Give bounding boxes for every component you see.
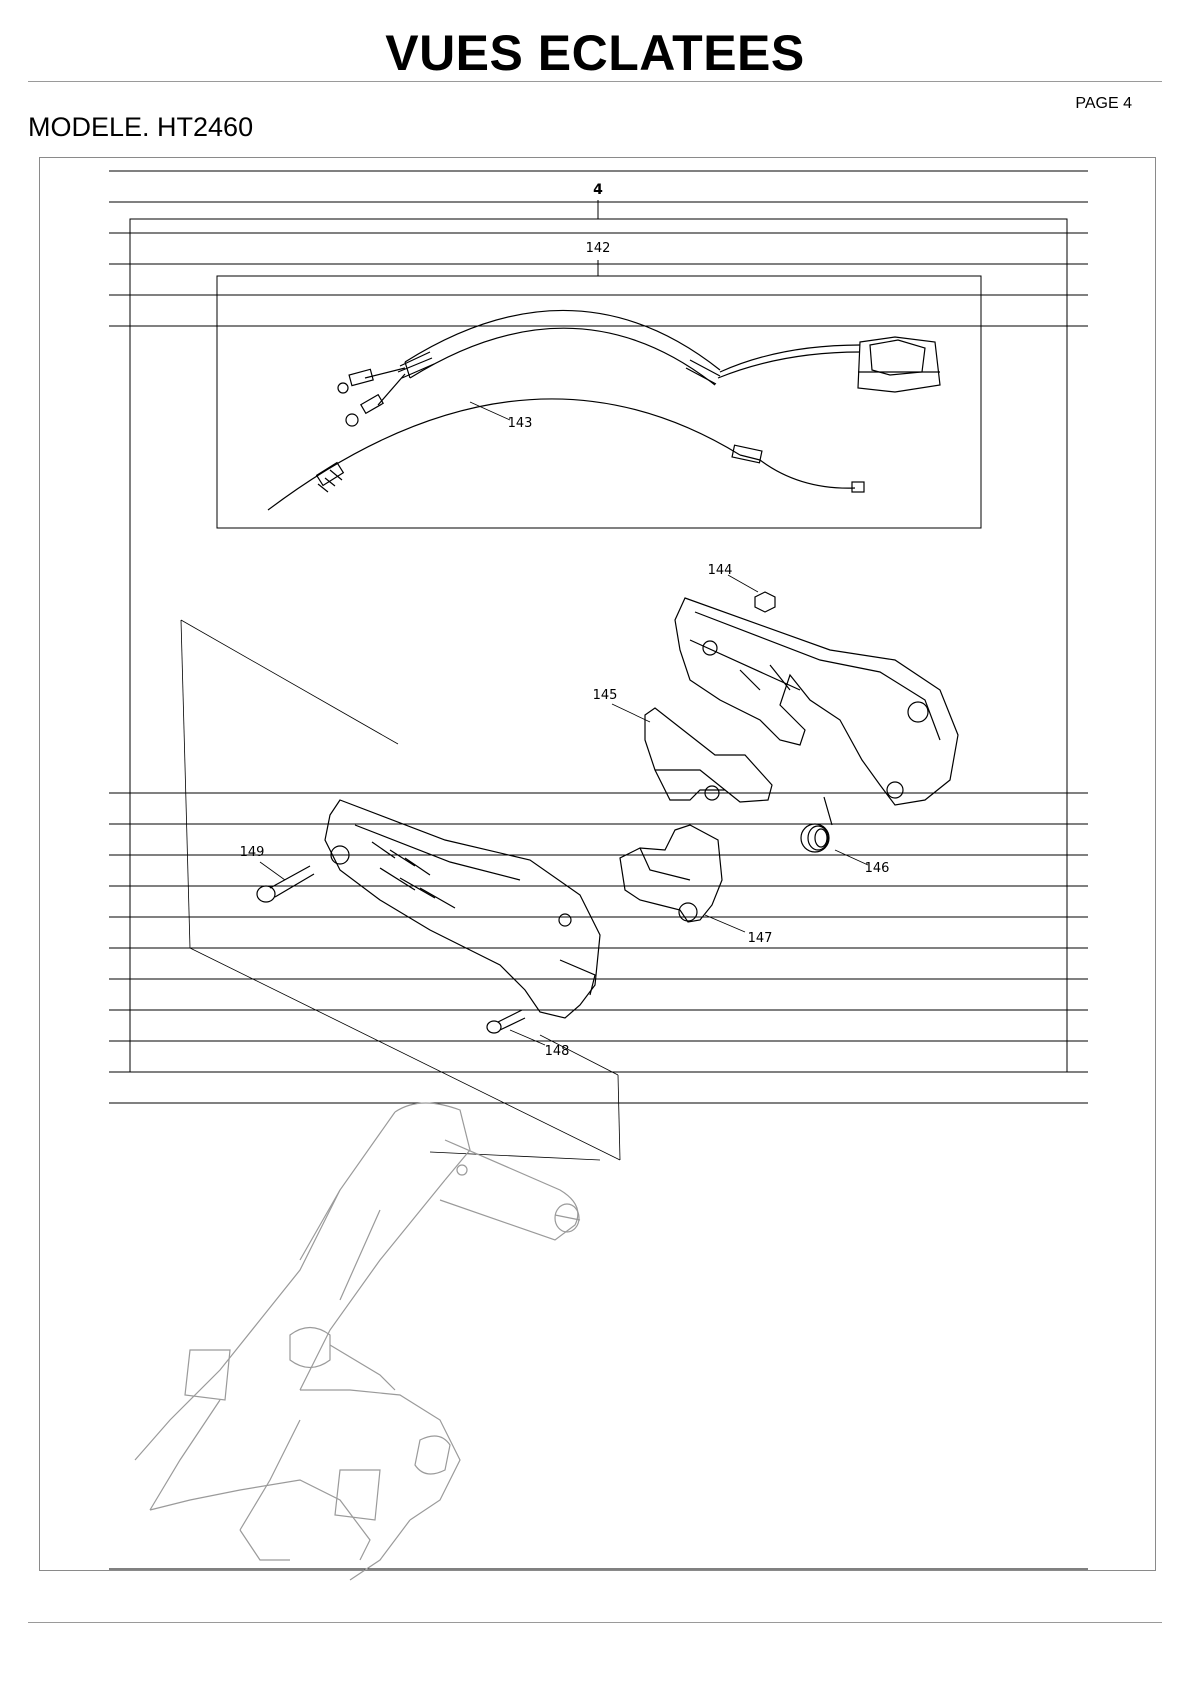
callout-148: 148: [545, 1044, 570, 1059]
page-number: PAGE 4: [1075, 95, 1132, 112]
ruled-lines: [109, 170, 1088, 1570]
screw-149: [256, 865, 315, 903]
handle-housing-left: [324, 799, 601, 1019]
callout-146: 146: [865, 861, 890, 876]
callout-147: 147: [748, 931, 773, 946]
shaft-bracket-reference: [134, 1102, 581, 1581]
callout-142: 142: [586, 241, 611, 256]
callout-149: 149: [240, 845, 265, 860]
leader-line: [704, 914, 746, 933]
model-label: MODELE. HT2460: [28, 112, 254, 142]
cable-assembly: [267, 309, 941, 511]
callout-143: 143: [508, 416, 533, 431]
leader-line: [611, 703, 651, 723]
screw-148: [486, 1009, 526, 1034]
leader-line: [509, 1029, 546, 1046]
cable-kit-box: [216, 275, 982, 529]
callout-145: 145: [593, 688, 618, 703]
leader-line: [727, 574, 759, 593]
handle-housing-right: [674, 597, 959, 806]
spring-146: [800, 796, 833, 853]
diagram-frame: [39, 157, 1156, 1571]
nut-144: [754, 591, 776, 613]
perspective-plane: [180, 619, 621, 1161]
leader-line: [259, 861, 286, 881]
header-rule: [28, 81, 1162, 82]
throttle-trigger-145: [644, 707, 773, 803]
leader-line: [834, 849, 869, 866]
callout-4: 4: [593, 182, 603, 198]
lockout-lever-147: [619, 824, 723, 923]
page-title: VUES ECLATEES: [385, 25, 805, 81]
footer-rule: [28, 1622, 1162, 1623]
leader-line: [469, 401, 511, 421]
callout-144: 144: [708, 563, 733, 578]
